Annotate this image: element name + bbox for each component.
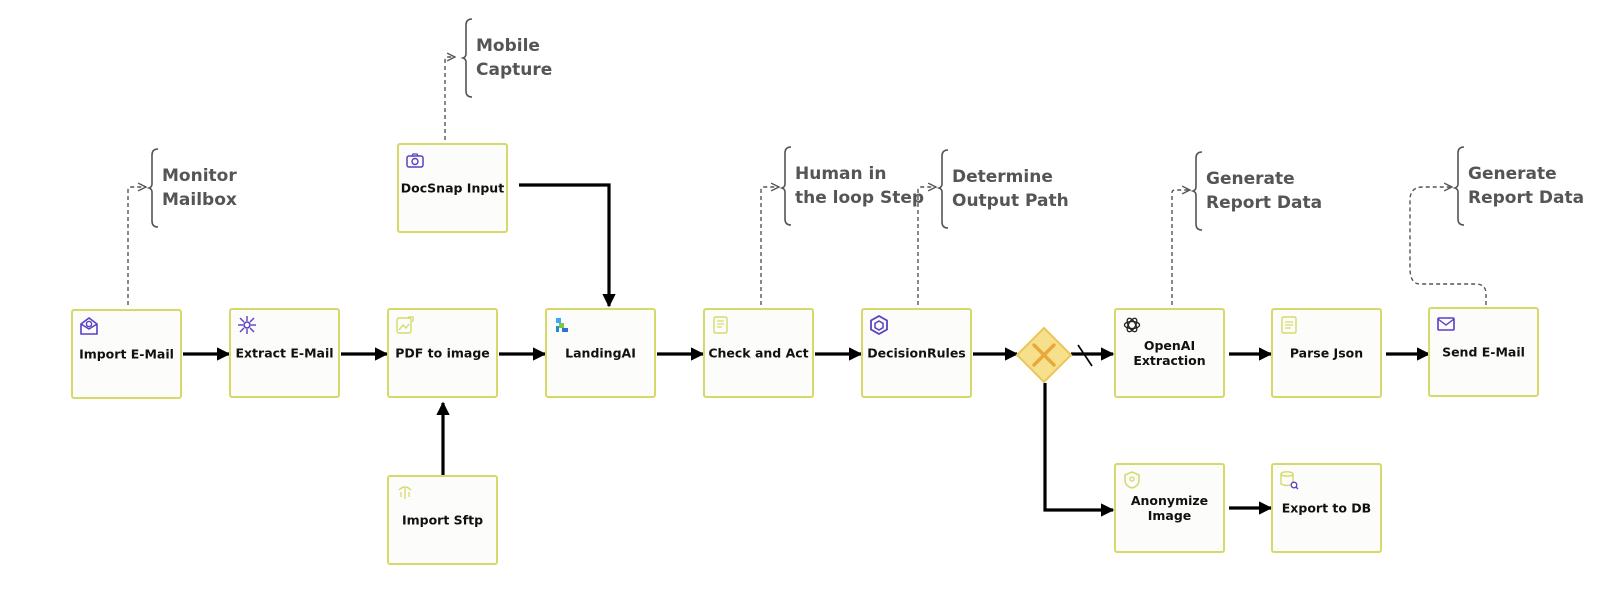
database-search-icon — [1280, 471, 1299, 490]
node-label: PDF to image — [395, 345, 490, 361]
node-landingai[interactable]: LandingAI — [545, 308, 656, 398]
annotation-human-in-loop: Human in the loop Step — [795, 162, 924, 210]
assoc-import-email — [127, 187, 146, 305]
node-label: Check and Act — [708, 345, 809, 361]
openai-logo-icon — [1123, 317, 1141, 333]
annotation-generate-report-1: Generate Report Data — [1206, 167, 1322, 215]
assoc-decision-rules — [917, 187, 936, 305]
flow-docsnap-to-landingai — [519, 183, 616, 308]
envelope-icon — [1437, 317, 1455, 331]
annotation-mobile-capture: Mobile Capture — [476, 34, 552, 82]
node-label: Export to DB — [1281, 500, 1372, 516]
bracket-generate-report-1 — [1190, 151, 1203, 231]
node-label: DocSnap Input — [400, 180, 505, 196]
node-openai-extraction[interactable]: OpenAI Extraction — [1114, 308, 1225, 398]
node-label: Extract E-Mail — [235, 345, 334, 361]
node-check-and-act[interactable]: Check and Act — [703, 308, 814, 398]
annotation-monitor-mailbox: Monitor Mailbox — [162, 164, 237, 212]
sftp-icon — [398, 486, 412, 499]
annotation-line-2: Report Data — [1206, 193, 1323, 213]
node-label: DecisionRules — [867, 345, 966, 361]
annotation-line-2: Report Data — [1468, 188, 1585, 208]
json-icon — [1281, 316, 1297, 334]
node-anonymize-image[interactable]: Anonymize Image — [1114, 463, 1225, 553]
assoc-openai — [1171, 190, 1190, 305]
network-icon — [238, 316, 256, 334]
annotation-line-1: Mobile — [476, 36, 540, 56]
node-export-to-db[interactable]: Export to DB — [1271, 463, 1382, 553]
node-label: Import E-Mail — [79, 346, 174, 362]
camera-icon — [406, 153, 424, 168]
hexagon-icon — [870, 315, 888, 335]
assoc-docsnap — [444, 57, 455, 140]
exclusive-gateway[interactable] — [1015, 326, 1073, 384]
default-flow-mark — [1077, 344, 1093, 367]
node-pdf-to-image[interactable]: PDF to image — [387, 308, 498, 398]
assoc-send-email — [1409, 187, 1487, 305]
image-convert-icon — [396, 316, 414, 334]
gateway-x-icon — [1032, 343, 1056, 367]
annotation-line-1: Generate — [1206, 169, 1295, 189]
node-import-email[interactable]: Import E-Mail — [71, 309, 182, 399]
annotation-line-1: Monitor — [162, 166, 237, 186]
node-send-email[interactable]: Send E-Mail — [1428, 307, 1539, 397]
email-at-icon — [80, 317, 98, 335]
annotation-generate-report-2: Generate Report Data — [1468, 162, 1584, 210]
annotation-line-1: Generate — [1468, 164, 1557, 184]
shield-icon — [1124, 471, 1140, 489]
annotation-line-1: Human in — [795, 164, 887, 184]
annotation-line-2: Capture — [476, 60, 553, 80]
annotation-line-1: Determine — [952, 167, 1053, 187]
node-parse-json[interactable]: Parse Json — [1271, 308, 1382, 398]
node-label: Send E-Mail — [1442, 344, 1525, 360]
node-label: Import Sftp — [401, 512, 484, 528]
node-label: LandingAI — [565, 345, 636, 361]
node-import-sftp[interactable]: Import Sftp — [387, 475, 498, 565]
node-label: Anonymize Image — [1130, 493, 1209, 523]
node-extract-email[interactable]: Extract E-Mail — [229, 308, 340, 398]
bracket-determine-output — [936, 149, 949, 229]
node-label: OpenAI Extraction — [1133, 338, 1206, 368]
annotation-line-2: Output Path — [952, 191, 1069, 211]
annotation-line-2: the loop Step — [795, 188, 925, 208]
node-label: Parse Json — [1289, 345, 1364, 361]
bracket-mobile-capture — [460, 18, 473, 98]
bracket-monitor-mailbox — [146, 148, 159, 228]
annotation-determine-output: Determine Output Path — [952, 165, 1069, 213]
flow-gateway-to-anonymize — [1043, 383, 1115, 517]
assoc-check-and-act — [760, 187, 779, 305]
annotation-line-2: Mailbox — [162, 190, 237, 210]
node-docsnap-input[interactable]: DocSnap Input — [397, 143, 508, 233]
bracket-generate-report-2 — [1452, 146, 1465, 226]
bracket-human-in-loop — [779, 146, 792, 226]
node-decision-rules[interactable]: DecisionRules — [861, 308, 972, 398]
landingai-logo-icon — [556, 318, 568, 332]
document-check-icon — [713, 316, 728, 334]
